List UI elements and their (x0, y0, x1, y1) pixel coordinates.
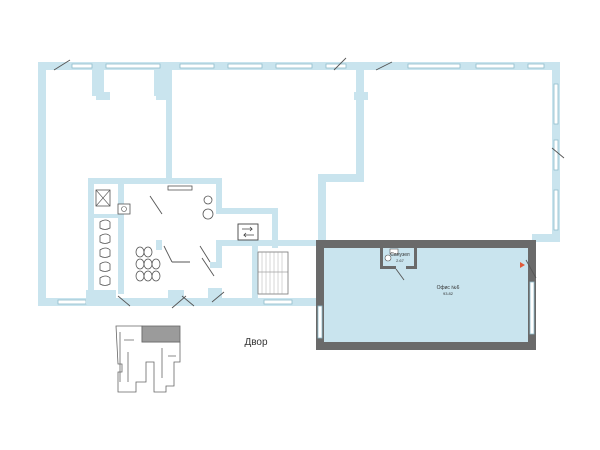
toilet-stalls (95, 189, 131, 286)
courtyard-label: Двор (244, 337, 268, 348)
office-area: 93.82 (443, 291, 454, 296)
doors (53, 57, 565, 309)
site-minimap (115, 325, 181, 393)
interior-walls (86, 70, 368, 304)
bathroom-label: Санузел (390, 252, 410, 258)
office-label: Офис №6 (437, 285, 460, 291)
elevator-icon (237, 223, 259, 241)
bathroom-area: 2.67 (396, 258, 405, 263)
washroom-fixtures (135, 185, 214, 282)
entrance-marker-icon (520, 262, 525, 268)
stairs (257, 251, 289, 295)
windows (57, 63, 559, 305)
office-unit (316, 240, 537, 350)
